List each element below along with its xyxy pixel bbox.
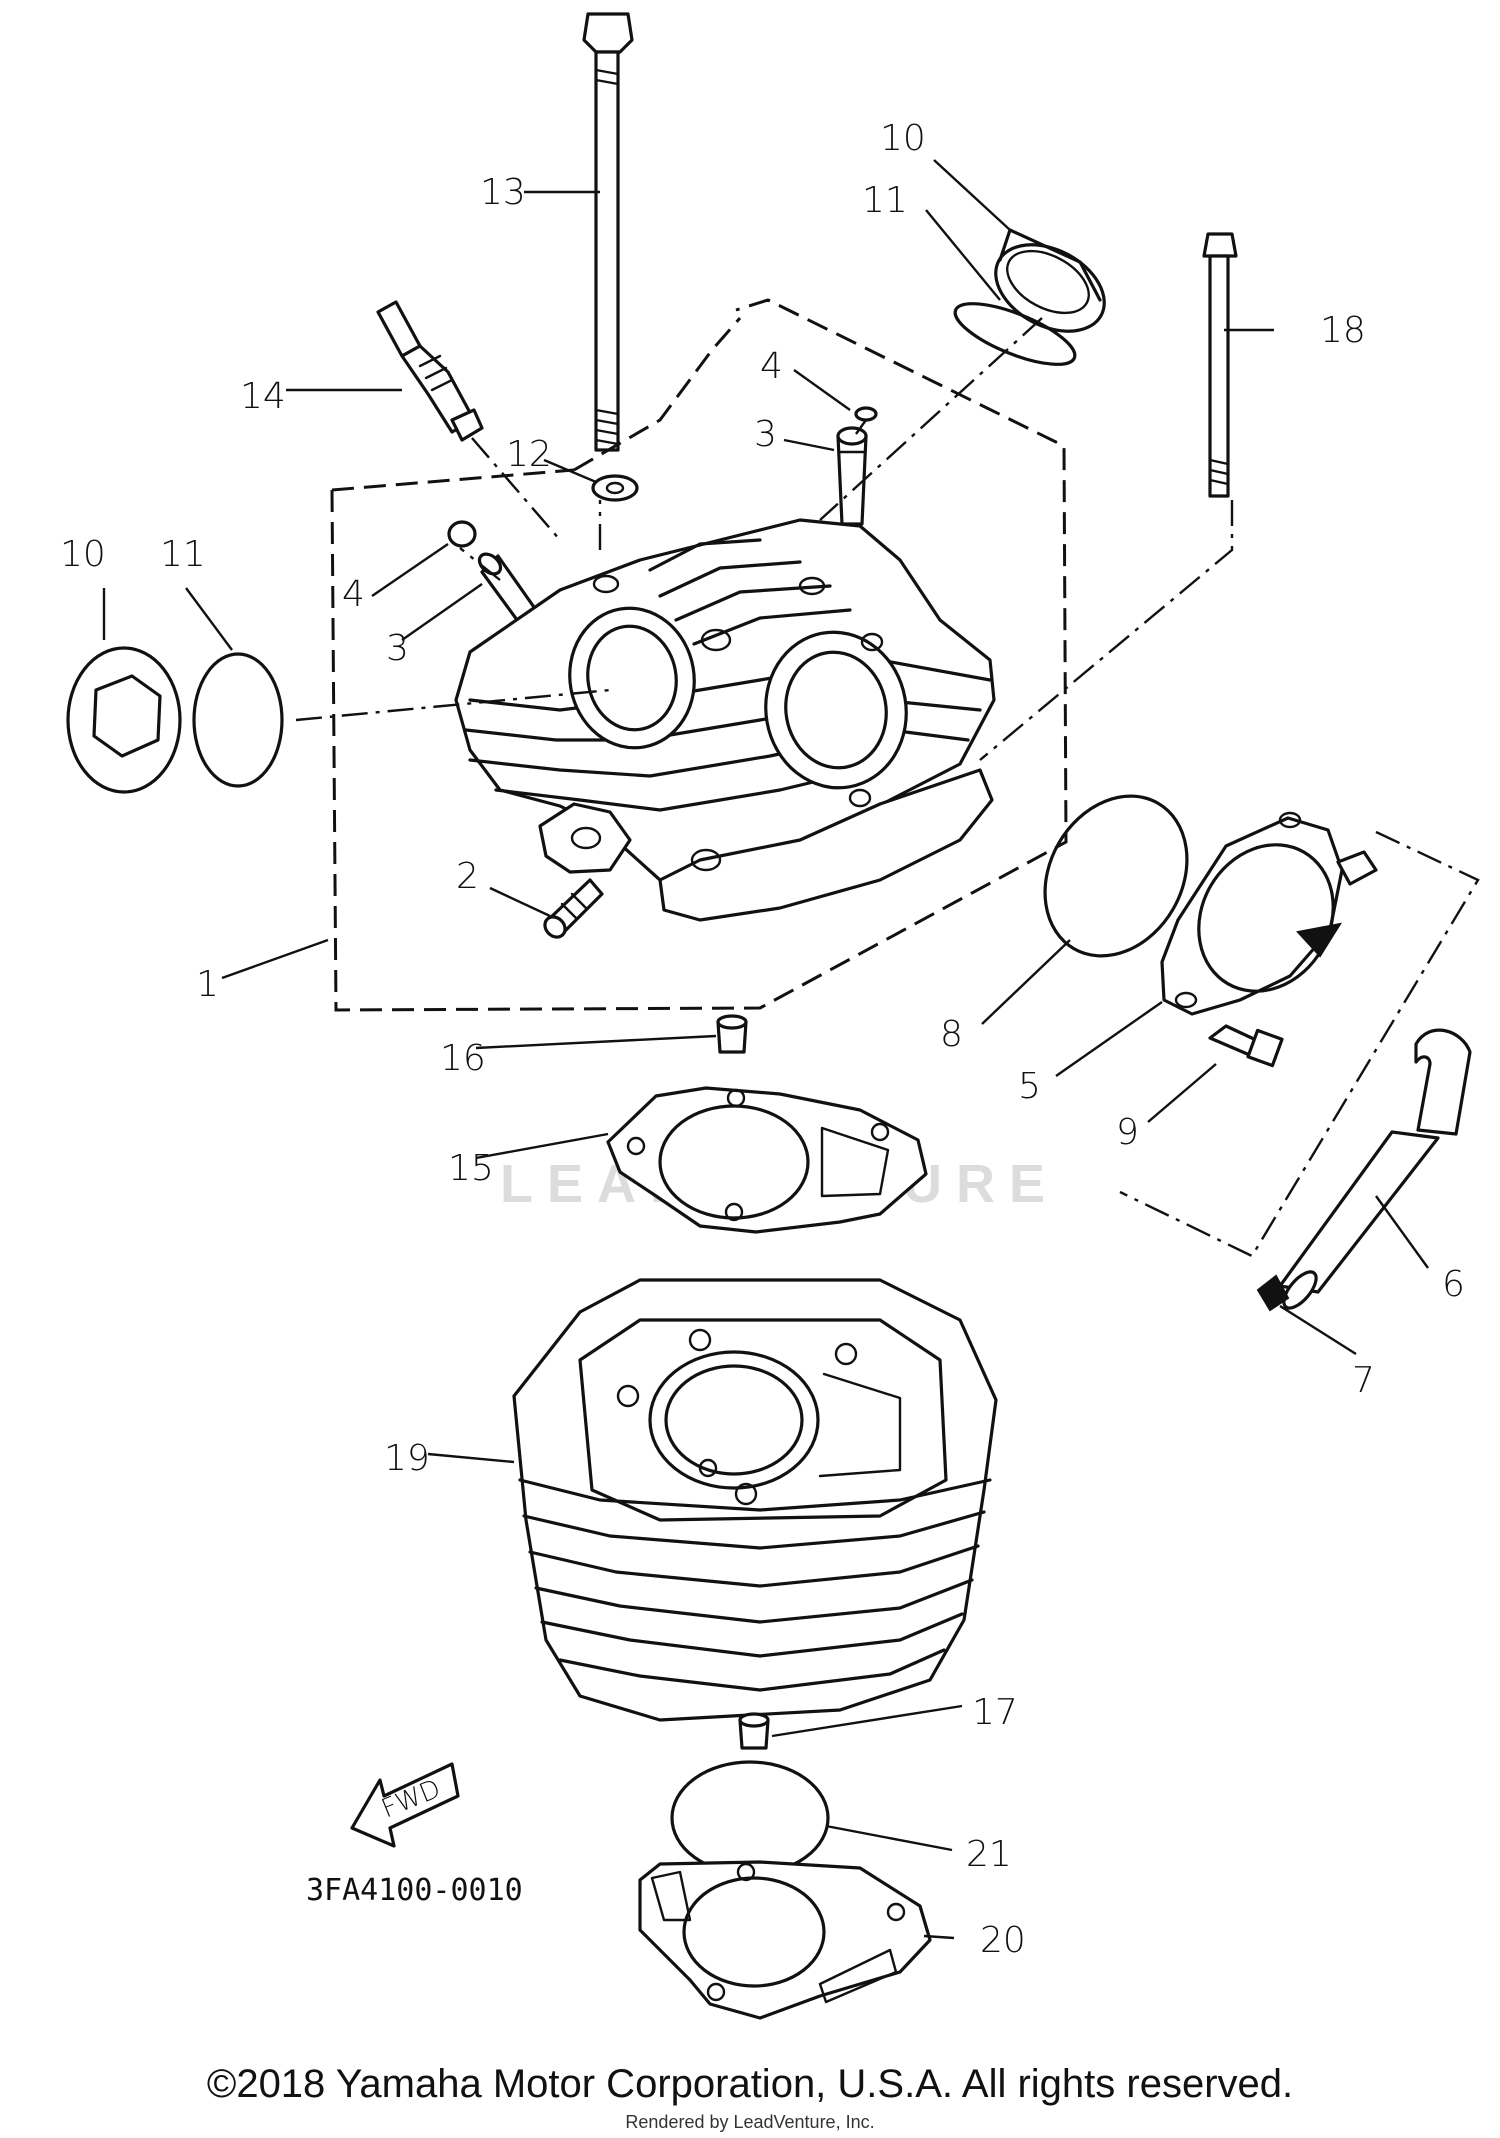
part-3-valve-guide-upper[interactable] (836, 426, 868, 526)
part-14-spark-plug[interactable] (376, 300, 484, 442)
callout-9: 9 (1116, 1112, 1139, 1153)
part-9-bolt[interactable] (1208, 1024, 1284, 1068)
part-7-hose-clip[interactable] (1256, 1274, 1290, 1312)
callout-13: 13 (480, 172, 526, 213)
part-6-breather-hose[interactable] (1278, 1028, 1472, 1313)
part-19-cylinder[interactable] (512, 1278, 998, 1722)
callout-8: 8 (940, 1014, 963, 1055)
part-2-stud[interactable] (541, 878, 604, 941)
callout-19: 19 (384, 1438, 430, 1479)
part-8-o-ring[interactable] (1017, 770, 1215, 981)
callout-3-lower: 3 (386, 628, 409, 669)
callout-17: 17 (972, 1692, 1018, 1733)
part-20-base-gasket[interactable] (638, 1860, 932, 2020)
part-1-cylinder-head-assembly[interactable] (330, 298, 1068, 1012)
assembly-lines (295, 317, 1234, 761)
callout-labels: 1 2 3 3 4 4 5 6 7 8 9 10 10 11 11 12 13 … (60, 118, 1465, 1961)
callout-4-upper: 4 (760, 346, 783, 387)
rendered-by-notice: Rendered by LeadVenture, Inc. (625, 2112, 875, 2132)
part-11-o-ring-top[interactable] (948, 291, 1082, 376)
callout-10-top: 10 (880, 118, 926, 159)
part-10-tappet-cover-top[interactable] (981, 227, 1119, 349)
part-5-breather-cover[interactable] (1119, 811, 1480, 1258)
leader-lines (102, 159, 1429, 1940)
copyright-notice: ©2018 Yamaha Motor Corporation, U.S.A. A… (206, 2062, 1294, 2106)
callout-4-lower: 4 (342, 574, 365, 615)
callout-1: 1 (196, 964, 219, 1005)
callout-21: 21 (966, 1834, 1012, 1875)
callout-3-upper: 3 (754, 414, 777, 455)
callout-12: 12 (506, 434, 552, 475)
part-18-bolt[interactable] (1202, 232, 1238, 498)
part-16-dowel-pin[interactable] (716, 1014, 748, 1054)
part-12-washer[interactable] (591, 474, 639, 502)
diagram-part-code: 3FA4100-0010 (306, 1873, 523, 1908)
forward-arrow-icon: FWD (350, 1762, 460, 1848)
callout-11-left: 11 (160, 534, 206, 575)
callout-15: 15 (448, 1148, 494, 1189)
callout-18: 18 (1320, 310, 1366, 351)
part-17-dowel-pin[interactable] (738, 1712, 770, 1750)
callout-6: 6 (1442, 1264, 1465, 1305)
part-4-clip-lower[interactable] (447, 520, 477, 548)
callout-14: 14 (240, 376, 286, 417)
callout-5: 5 (1018, 1066, 1041, 1107)
part-11-o-ring-left[interactable] (192, 652, 284, 788)
callout-2: 2 (456, 856, 479, 897)
callout-7: 7 (1352, 1360, 1375, 1401)
part-4-clip-upper[interactable] (854, 406, 878, 422)
part-15-head-gasket[interactable] (606, 1086, 928, 1234)
part-21-o-ring[interactable] (670, 1760, 830, 1876)
callout-10-left: 10 (60, 534, 106, 575)
callout-16: 16 (440, 1038, 486, 1079)
callout-11-top: 11 (862, 180, 908, 221)
part-10-tappet-cover-left[interactable] (66, 646, 182, 794)
part-13-stud-bolt[interactable] (582, 12, 634, 452)
callout-20: 20 (980, 1920, 1026, 1961)
